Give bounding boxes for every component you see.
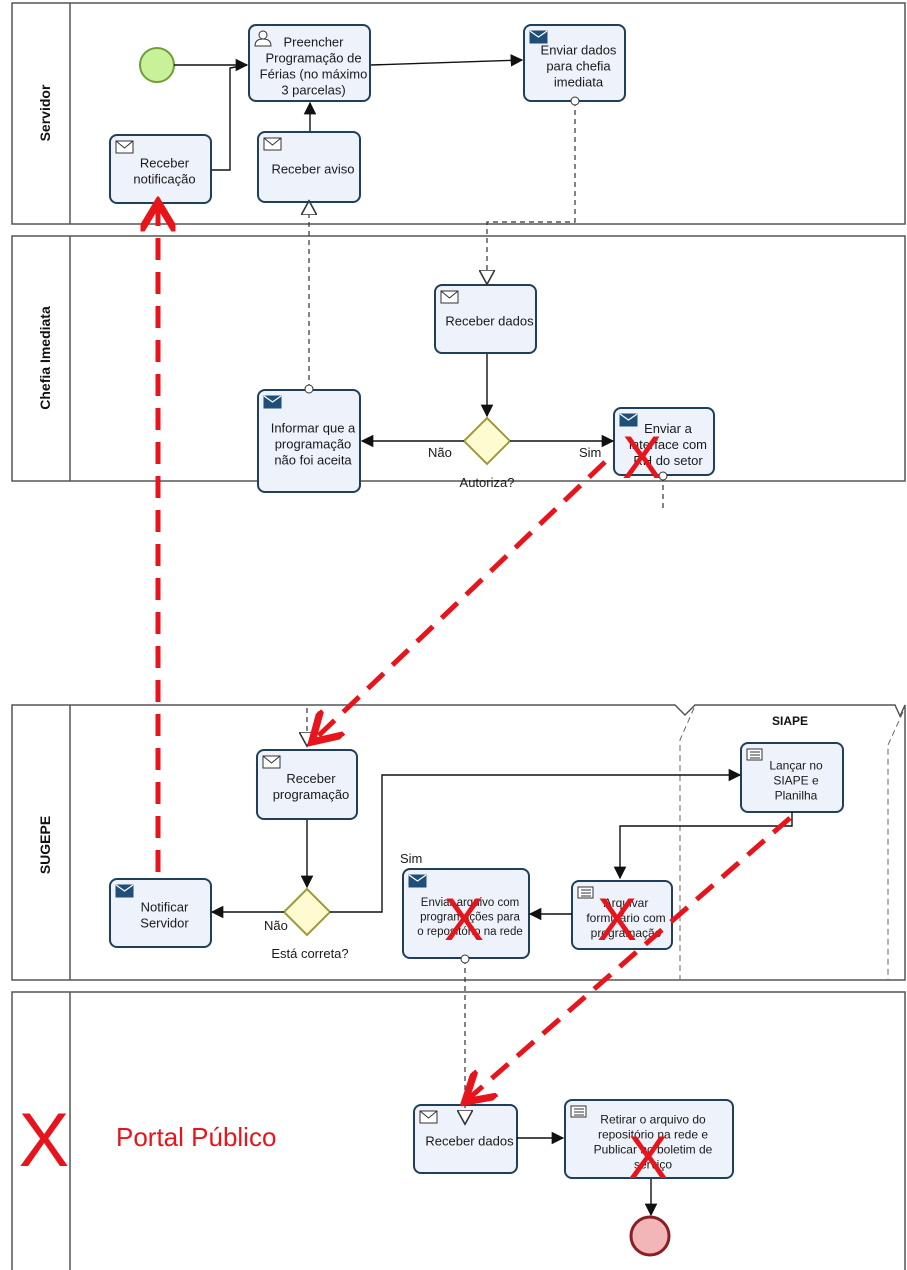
task-label-line: serviço — [634, 1158, 672, 1172]
pool-chefia: Chefia Imediata — [11, 235, 906, 482]
gateway-autoriza: Autoriza? — [460, 416, 515, 490]
message-flows — [305, 96, 668, 1123]
label-sim-2: Sim — [400, 851, 422, 866]
task-label-line: imediata — [554, 75, 604, 90]
send-message-icon — [263, 395, 282, 409]
task-label-line: Planilha — [775, 789, 818, 803]
task-label-line: Receber dados — [425, 1134, 514, 1149]
lane-title-servidor: Servidor — [37, 84, 53, 141]
receive-message-icon — [440, 290, 459, 304]
end-event — [629, 1215, 671, 1257]
label-sim-1: Sim — [579, 445, 601, 460]
task-label-line: Programação de — [265, 51, 361, 66]
task-label-line: Notificar — [141, 900, 189, 915]
pool-servidor: Servidor — [11, 2, 906, 225]
lane-title-chefia: Chefia Imediata — [37, 306, 53, 410]
task-label-line: Publicar no boletim de — [594, 1143, 713, 1157]
task-label-line: Lançar no — [769, 759, 823, 773]
receive-message-icon — [262, 755, 281, 769]
task-label-line: repositório na rede e — [598, 1128, 708, 1142]
x-mark-retirar: X — [628, 1124, 668, 1191]
pool-sugepe: SUGEPE SIAPE — [11, 704, 906, 981]
task-label-line: Preencher — [284, 35, 345, 50]
x-mark-enviar-arquivo: X — [444, 886, 484, 953]
task-label-line: interface com — [629, 437, 707, 452]
task-label-line: programação — [273, 787, 350, 802]
task-label-line: SIAPE e — [773, 774, 819, 788]
task-enviar-arquivo: Enviar arquivo com programações para o rep… — [402, 868, 530, 959]
task-label-line: 3 parcelas) — [281, 83, 345, 98]
x-mark-arquivar: X — [597, 886, 637, 953]
start-event — [139, 47, 175, 83]
task-receber-aviso: Receber aviso — [257, 131, 361, 203]
task-label-line: não foi aceita — [274, 453, 352, 468]
flow-preencher-to-enviar — [370, 54, 524, 67]
task-label-line: Receber — [286, 771, 336, 786]
task-label-line: Servidor — [140, 916, 189, 931]
label-nao-1: Não — [428, 445, 452, 460]
x-mark-enviar-interface: X — [622, 424, 662, 491]
receive-message-icon — [419, 1110, 438, 1124]
msg-enviar-to-receber-dados — [487, 101, 576, 283]
send-message-icon — [529, 30, 548, 44]
label-nao-2: Não — [264, 918, 288, 933]
receive-message-icon — [263, 137, 282, 151]
lane-title-sugepe: SUGEPE — [37, 816, 53, 874]
task-label-line: Enviar arquivo com — [421, 897, 519, 909]
receive-message-icon — [115, 140, 134, 154]
send-message-icon — [408, 874, 427, 888]
task-receber-dados-portal: Receber dados — [413, 1104, 518, 1174]
sequence-flows — [174, 54, 793, 1217]
task-label-line: Enviar dados — [541, 43, 617, 58]
flow-receber-notificacao-to-preencher — [212, 64, 248, 171]
task-label-line: Informar que a — [271, 421, 356, 436]
red-arrow-interface-to-sugepe — [314, 460, 607, 740]
task-label-line: Receber — [140, 156, 190, 171]
task-label-line: Férias (no máximo — [260, 67, 368, 82]
script-task-icon — [570, 1105, 587, 1118]
flow-lancar-to-arquivar — [613, 812, 793, 880]
task-receber-dados-chefia: Receber dados — [434, 284, 537, 354]
task-label-line: para chefia — [546, 59, 611, 74]
lane-title-siape: SIAPE — [772, 714, 808, 728]
gateway-autoriza-label: Autoriza? — [460, 475, 515, 490]
task-label-line: Arquivar — [604, 896, 649, 910]
task-label-line: Receber aviso — [271, 162, 354, 177]
red-annotations: X X X X X — [19, 205, 792, 1191]
task-label-line: programações para — [420, 912, 520, 924]
script-task-icon — [746, 748, 763, 761]
x-mark-portal-lane: X — [19, 1098, 70, 1183]
task-label-line: o repositório na rede — [417, 926, 522, 938]
gateway-esta-correta-label: Está correta? — [271, 946, 348, 961]
portal-lane-label: Portal Público — [116, 1122, 276, 1152]
task-label-line: programação — [275, 437, 352, 452]
task-label-line: programação — [591, 926, 662, 940]
flow-gateway-to-lancar — [330, 768, 742, 913]
script-task-icon — [577, 886, 594, 899]
task-label-line: Receber dados — [445, 314, 534, 329]
task-label-line: Enviar a — [644, 421, 692, 436]
task-label-line: Retirar o arquivo do — [600, 1113, 706, 1127]
task-label-line: notificação — [133, 172, 195, 187]
red-arrow-lancar-to-portal — [467, 816, 792, 1100]
pool-portal: Portal Público — [11, 991, 906, 1270]
task-label-line: formulário com — [586, 911, 665, 925]
task-label-line: RH do setor — [633, 453, 703, 468]
gateway-esta-correta: Está correta? — [271, 887, 349, 961]
send-message-icon — [115, 884, 134, 898]
